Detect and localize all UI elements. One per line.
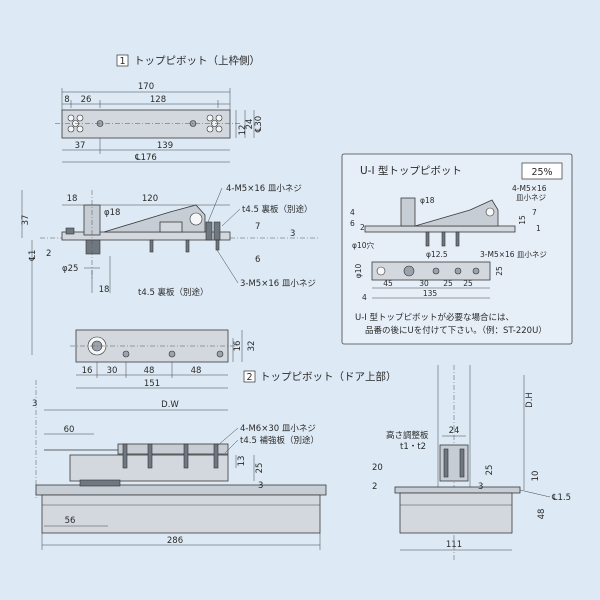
- dimension-label: 2: [46, 249, 51, 259]
- dimension-label: 111: [446, 540, 462, 550]
- dimension-label: φ10穴: [352, 240, 374, 250]
- dimension-label: 30: [419, 279, 429, 288]
- dimension-label: t4.5 補強板（別途）: [240, 435, 319, 446]
- dimension-label: 32: [247, 341, 257, 352]
- inset-note-1: U-I 型トップピボットが必要な場合には、: [355, 312, 514, 323]
- dimension-label: D.H: [525, 392, 535, 408]
- dimension-label: 24: [245, 119, 255, 130]
- dimension-label: 2: [372, 482, 377, 492]
- dimension-label: ℄176: [134, 153, 157, 163]
- dimension-label: 15: [518, 215, 527, 225]
- dimension-label: D.W: [161, 400, 179, 410]
- top-pivot-side-view: 18 120 φ18 4-M5×16 皿小ネジ t4.5 裏板（別途） 7 3 …: [21, 183, 320, 355]
- dimension-label: φ10: [354, 264, 363, 279]
- dimension-label: 24: [449, 426, 460, 436]
- dimension-label: 4: [350, 208, 355, 217]
- section-number: 1: [119, 56, 125, 67]
- dimension-label: 6: [255, 255, 260, 265]
- dimension-label: ℄30: [254, 116, 264, 133]
- dimension-label: 3: [478, 482, 483, 492]
- ui-type-inset: U-I 型トップピボット 25% 4-M5×16 皿小ネジ φ18 7 15 1…: [341, 153, 573, 345]
- dimension-label: t4.5 裏板（別途）: [242, 204, 313, 215]
- dimension-label: 151: [144, 379, 160, 389]
- dimension-label: 3: [32, 399, 37, 409]
- dimension-label: 128: [150, 95, 166, 105]
- inset-title: U-I 型トップピボット: [360, 164, 462, 177]
- inset-panel: [341, 153, 573, 345]
- floor-hinge-side-view: 3 D.W 60 4-M6×30 皿小ネジ t4.5 補強板（別途） 13 25…: [32, 380, 327, 550]
- dimension-label: 7: [255, 222, 260, 232]
- dimension-label: 25: [485, 465, 495, 476]
- top-plate: [61, 109, 231, 139]
- dimension-label: 2: [360, 223, 365, 232]
- floor-hinge-end-view: D.H 高さ調整板 t1・t2 24 20 2 25 3 10 ℄1.5 48 …: [372, 365, 571, 560]
- dimension-label: 4-M5×16: [512, 184, 547, 193]
- dimension-label: 2: [246, 372, 252, 383]
- dimension-label: 48: [537, 509, 547, 520]
- dimension-label: 3-M5×16 皿小ネジ: [480, 250, 547, 259]
- dimension-label: φ25: [62, 264, 78, 274]
- dimension-label: 30: [107, 366, 118, 376]
- dimension-label: 170: [138, 82, 154, 92]
- door-pivot-plan-view: 16 30 48 48 151 16 32: [70, 329, 257, 389]
- dimension-label: φ12.5: [426, 250, 448, 259]
- dimension-label: 4-M5×16 皿小ネジ: [226, 183, 302, 194]
- dimension-label: 1: [536, 224, 541, 233]
- dimension-label: 4: [362, 293, 367, 302]
- dimension-label: 7: [532, 208, 537, 217]
- dimension-label: 25: [495, 266, 504, 276]
- dimension-label: 3: [290, 229, 295, 239]
- dimension-label: 20: [372, 463, 383, 473]
- dimension-label: 8: [64, 95, 69, 105]
- dimension-label: 37: [75, 141, 86, 151]
- dimension-label: 139: [157, 141, 173, 151]
- dimension-label: 25: [443, 279, 453, 288]
- dimension-label: 25: [255, 463, 265, 474]
- dimension-label: 120: [142, 194, 158, 204]
- dimension-label: 48: [144, 366, 155, 376]
- dimension-label: 高さ調整板: [386, 430, 429, 441]
- dimension-label: 6: [350, 219, 355, 228]
- dimension-label: 37: [21, 215, 31, 226]
- dimension-label: 18: [67, 194, 78, 204]
- dimension-label: 10: [531, 471, 541, 482]
- section-number-box: [116, 54, 129, 67]
- dimension-label: t4.5 裏板（別途）: [138, 287, 209, 298]
- scale-badge: [521, 162, 563, 180]
- end-view-box: [399, 492, 513, 534]
- dimension-label: 286: [167, 536, 183, 546]
- dimension-label: 135: [423, 289, 438, 298]
- top-plate-plan-view: 170 8 26 128 37 139 ℄176 12 24 ℄30: [55, 82, 264, 163]
- scale-badge-text: 25%: [531, 167, 552, 178]
- section-title-2: トップピボット（ドア上部）: [260, 370, 397, 383]
- floor-hinge-box: [41, 494, 321, 534]
- inset-note-2: 品番の後にUを付けて下さい。（例：ST-220U）: [365, 325, 547, 336]
- dimension-label: ℄1: [28, 250, 38, 262]
- dimension-label: ℄1.5: [551, 493, 571, 503]
- dimension-label: 60: [64, 425, 75, 435]
- dimension-label: 13: [237, 456, 247, 467]
- dimension-label: 26: [81, 95, 92, 105]
- dimension-label: 16: [233, 341, 243, 352]
- dimension-label: 48: [191, 366, 202, 376]
- dimension-label: 25: [463, 279, 473, 288]
- dimension-label: 16: [82, 366, 93, 376]
- dimension-label: t1・t2: [400, 442, 426, 452]
- dimension-label: 56: [65, 516, 76, 526]
- dimension-label: 4-M6×30 皿小ネジ: [240, 423, 316, 434]
- dimension-label: 3-M5×16 皿小ネジ: [240, 278, 316, 289]
- dimension-label: 3: [258, 481, 263, 491]
- dimension-label: 12: [238, 125, 248, 136]
- section-title: トップピボット（上枠側）: [134, 54, 260, 67]
- dimension-label: φ18: [104, 208, 120, 218]
- dimension-label: 45: [383, 279, 393, 288]
- dimension-label: 皿小ネジ: [516, 193, 546, 202]
- dimension-label: φ18: [420, 196, 435, 205]
- dimension-label: 18: [99, 285, 110, 295]
